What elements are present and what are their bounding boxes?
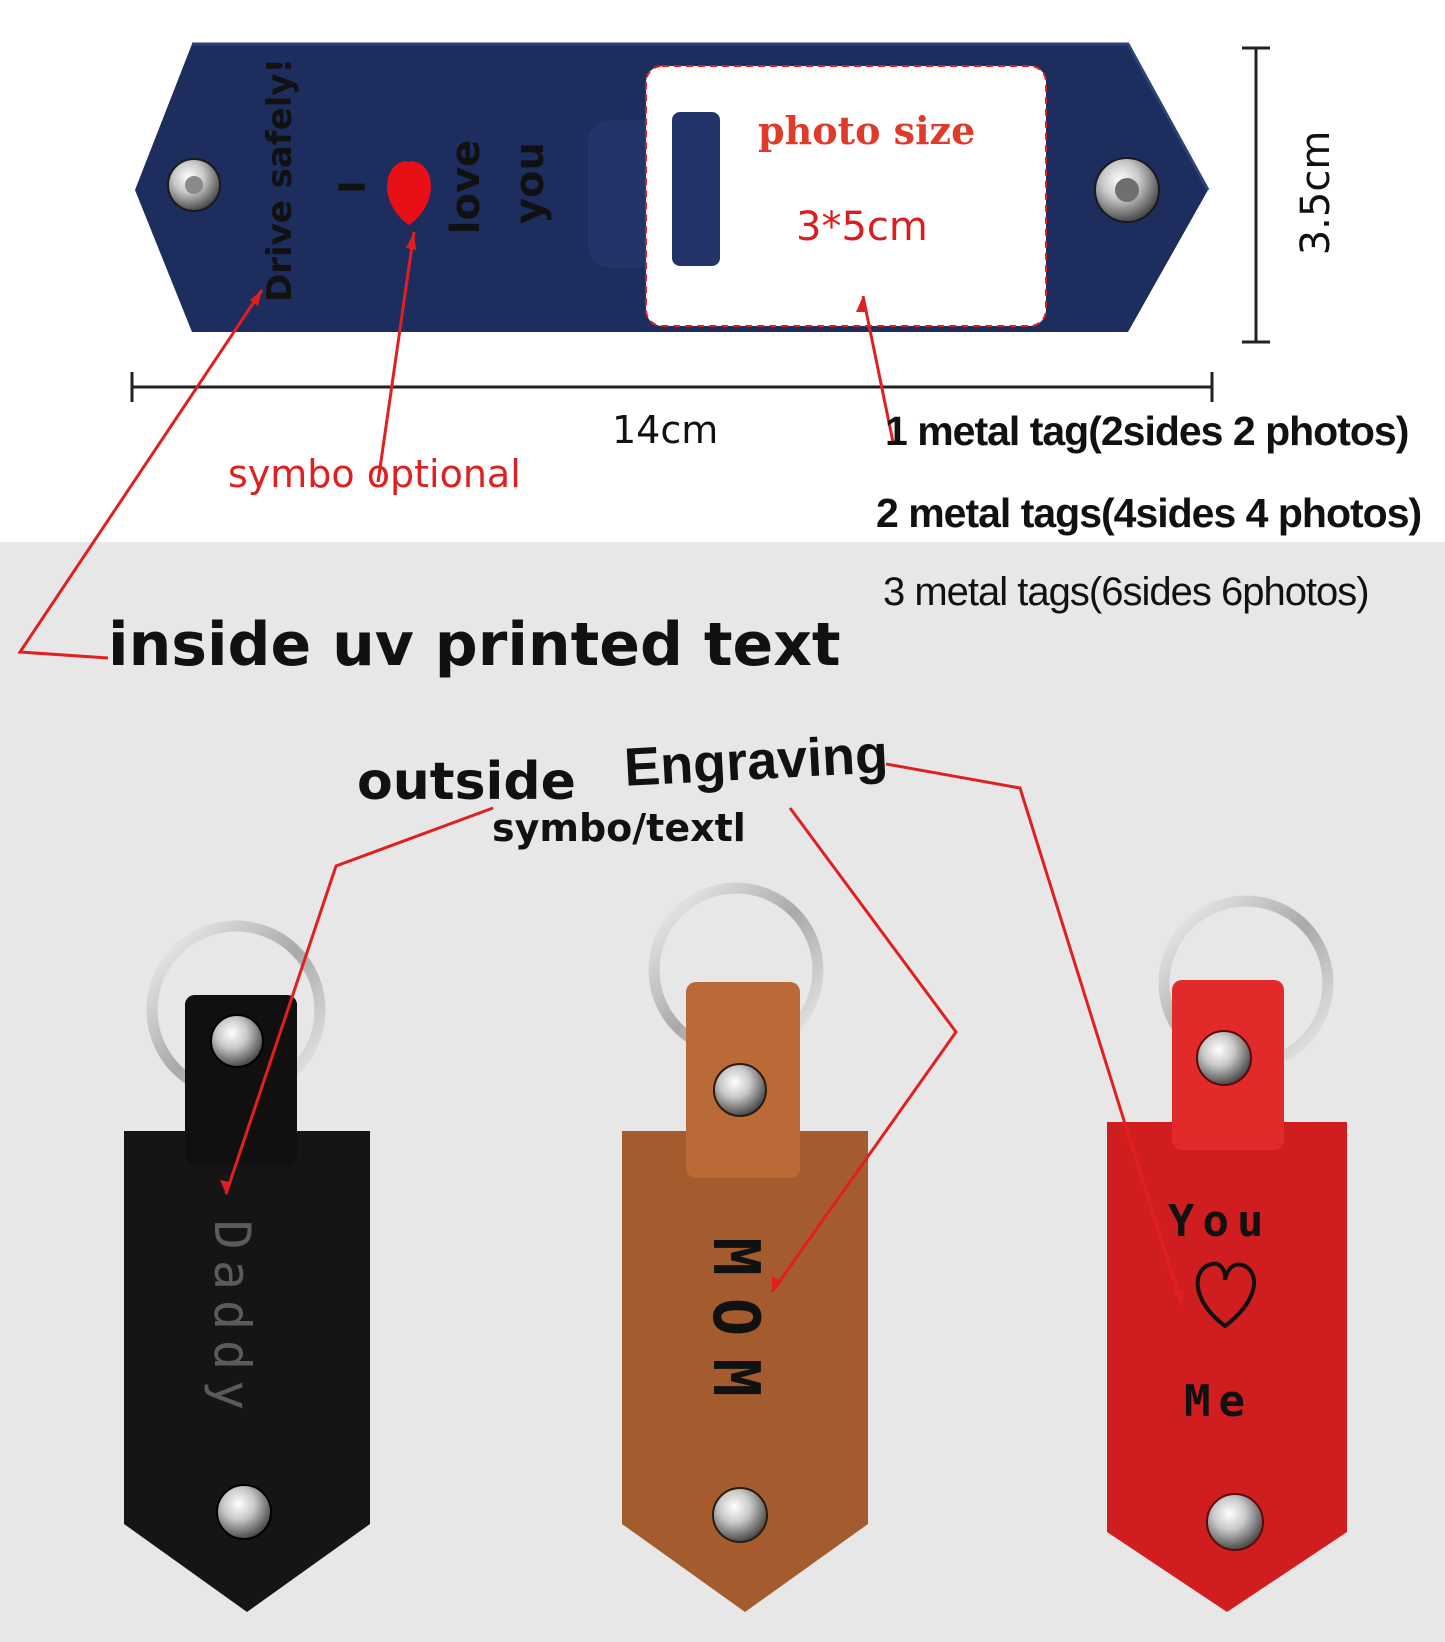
- strap-text-drive-safely: Drive safely!: [260, 57, 300, 303]
- keychain-red: [1107, 980, 1347, 1612]
- tag-option-3: 3 metal tags(6sides 6photos): [883, 570, 1370, 614]
- height-label: 3.5cm: [1293, 130, 1339, 256]
- strap-text-you: you: [507, 141, 553, 225]
- photo-size-label: photo size: [758, 108, 976, 153]
- photo-card: [645, 65, 1047, 327]
- engraving-mom: MOM: [698, 1237, 772, 1419]
- tag-option-2: 2 metal tags(4sides 4 photos): [876, 490, 1422, 536]
- strap-highlight: [192, 42, 1210, 191]
- dimension-lines: [130, 46, 1270, 402]
- engraving-me: Me: [1184, 1376, 1253, 1427]
- strap-text-i: I: [332, 180, 374, 194]
- engraving-daddy: Daddy: [203, 1219, 261, 1421]
- engraved-heart-icon: [1195, 1261, 1256, 1329]
- heart-icon: [387, 161, 431, 225]
- width-label: 14cm: [612, 408, 719, 452]
- photo-size-value: 3*5cm: [796, 204, 928, 250]
- callout-lines: [17, 231, 1184, 1307]
- inside-print-label: inside uv printed text: [108, 610, 841, 680]
- outside-label: outside: [357, 752, 576, 812]
- strap-text-love: love: [443, 139, 489, 235]
- symbol-optional-label: symbo optional: [228, 452, 521, 496]
- engraving-you: You: [1168, 1196, 1272, 1247]
- leather-strap: [135, 42, 1210, 332]
- keychain-brown: [622, 982, 868, 1612]
- callout-arrowheads: [220, 232, 1184, 1306]
- outside-symbol-label: symbo/textl: [492, 806, 746, 850]
- keychain-black: [124, 995, 370, 1612]
- tag-option-1: 1 metal tag(2sides 2 photos): [885, 408, 1409, 454]
